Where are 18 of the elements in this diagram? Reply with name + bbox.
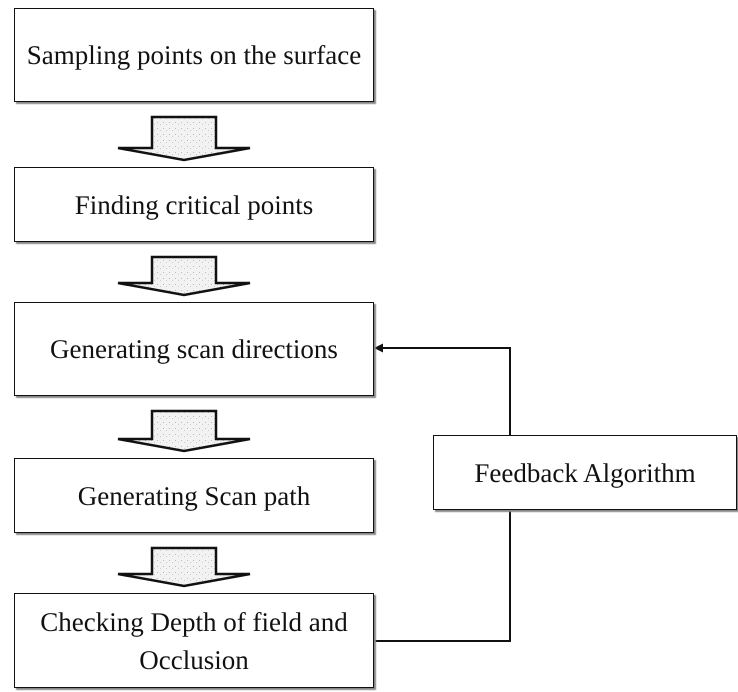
box-label: Generating scan directions xyxy=(50,333,338,366)
box-label: Finding critical points xyxy=(74,188,314,222)
box-label: Feedback Algorithm xyxy=(474,456,696,490)
process-box xyxy=(14,302,374,396)
block-arrow xyxy=(116,546,252,588)
process-box xyxy=(14,458,374,533)
process-box xyxy=(14,593,374,688)
arrow xyxy=(374,344,511,435)
block-arrow xyxy=(116,256,252,296)
process-box xyxy=(14,167,374,242)
box-label: Generating Scan path xyxy=(78,480,310,513)
block-arrow xyxy=(116,410,252,452)
box-label: Checking Depth of field and Occlusion xyxy=(39,606,349,676)
block-arrow xyxy=(116,116,252,162)
process-box xyxy=(433,435,737,510)
connector-line xyxy=(374,510,511,642)
box-label: Sampling points on the surface xyxy=(26,39,362,72)
process-box xyxy=(14,8,374,102)
